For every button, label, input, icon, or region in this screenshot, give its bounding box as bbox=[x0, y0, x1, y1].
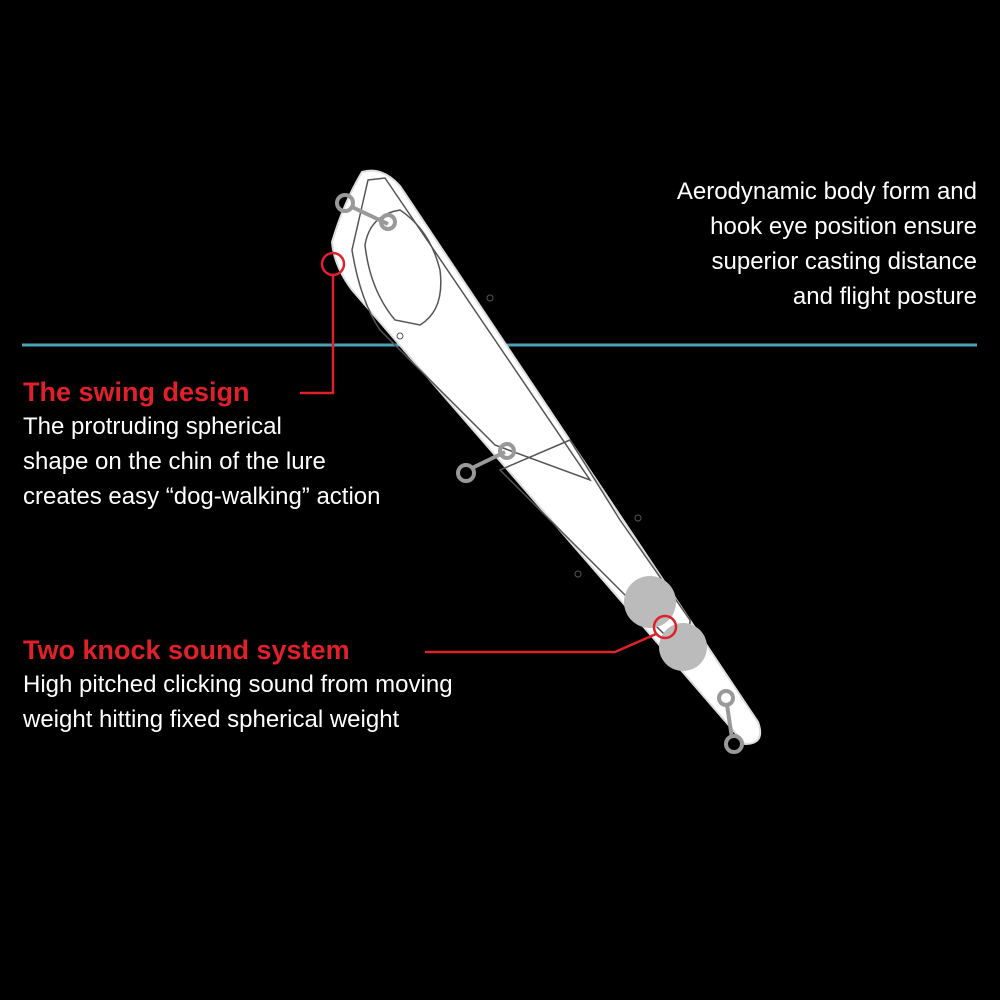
swing-design-title: The swing design bbox=[23, 377, 250, 407]
fixed-weight bbox=[624, 576, 676, 628]
swing-design-line: The protruding spherical bbox=[23, 413, 282, 440]
casting-note: Aerodynamic body form and hook eye posit… bbox=[677, 174, 977, 314]
knock-sound-callout: Two knock sound system High pitched clic… bbox=[23, 633, 453, 737]
casting-note-line: and flight posture bbox=[792, 283, 977, 310]
moving-weight bbox=[659, 623, 707, 671]
casting-note-line: superior casting distance bbox=[711, 248, 977, 275]
swing-design-line: creates easy “dog-walking” action bbox=[23, 483, 381, 510]
knock-sound-line: weight hitting fixed spherical weight bbox=[23, 706, 400, 733]
knock-leader bbox=[425, 614, 678, 654]
swing-leader bbox=[300, 251, 346, 395]
swing-design-line: shape on the chin of the lure bbox=[23, 448, 326, 475]
knock-sound-title: Two knock sound system bbox=[23, 635, 350, 665]
casting-note-line: hook eye position ensure bbox=[710, 213, 977, 240]
hook-eyes bbox=[335, 193, 744, 754]
knock-sound-line: High pitched clicking sound from moving bbox=[23, 671, 453, 698]
casting-note-line: Aerodynamic body form and bbox=[676, 178, 977, 205]
swing-design-callout: The swing design The protruding spherica… bbox=[23, 375, 381, 514]
